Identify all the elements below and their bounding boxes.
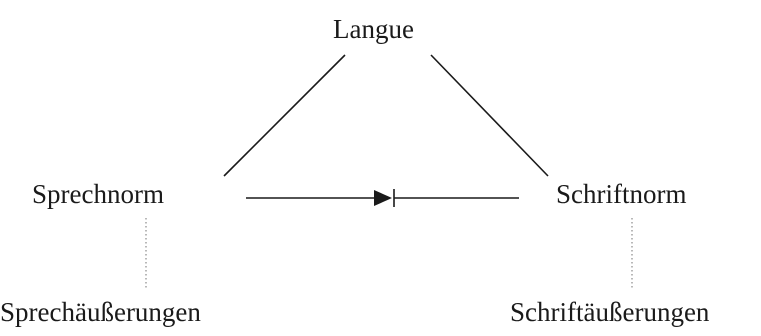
node-langue: Langue [333,14,414,44]
node-sprechaeusserungen: Sprechäußerungen [0,297,201,327]
node-sprechnorm: Sprechnorm [32,179,164,209]
edge-langue-sprechnorm [223,54,346,177]
edge-langue-schriftnorm [430,54,549,177]
arrowhead-icon [374,190,392,206]
node-schriftaeusserungen: Schriftäußerungen [510,297,710,327]
node-schriftnorm: Schriftnorm [556,179,687,209]
